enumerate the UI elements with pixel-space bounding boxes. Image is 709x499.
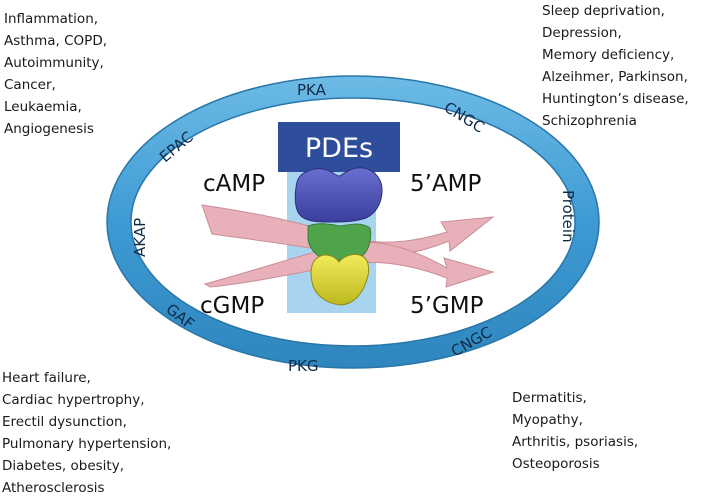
label-5-amp: 5’AMP	[410, 171, 482, 197]
disease-item: Alzeihmer, Parkinson,	[542, 69, 688, 85]
protein-top-lobe	[294, 167, 383, 223]
disease-item: Pulmonary hypertension,	[2, 436, 172, 452]
disease-item: Sleep deprivation,	[542, 3, 665, 19]
pdes-title: PDEs	[305, 133, 373, 164]
disease-item: Depression,	[542, 25, 622, 41]
disease-item: Myopathy,	[512, 412, 583, 428]
disease-list-bottom-right: Dermatitis, Myopathy, Arthritis, psorias…	[512, 387, 638, 475]
disease-item: Osteoporosis	[512, 456, 600, 472]
disease-item: Erectil dysunction,	[2, 414, 127, 430]
disease-item: Huntington’s disease,	[542, 91, 689, 107]
ring-label-protein: Protein	[559, 190, 577, 243]
disease-item: Heart failure,	[2, 370, 91, 386]
disease-list-bottom-left: Heart failure, Cardiac hypertrophy, Erec…	[2, 367, 171, 499]
disease-item: Asthma, COPD,	[4, 33, 108, 49]
disease-item: Inflammation,	[4, 11, 99, 27]
label-camp: cAMP	[203, 171, 265, 197]
label-cgmp: cGMP	[200, 293, 264, 319]
disease-item: Cancer,	[4, 77, 56, 93]
ring-label-pkg: PKG	[288, 357, 319, 375]
disease-item: Arthritis, psoriasis,	[512, 434, 639, 450]
disease-list-top-right: Sleep deprivation, Depression, Memory de…	[542, 0, 689, 132]
disease-item: Diabetes, obesity,	[2, 458, 125, 474]
disease-item: Memory deficiency,	[542, 47, 675, 63]
disease-item: Atherosclerosis	[2, 480, 105, 496]
disease-item: Cardiac hypertrophy,	[2, 392, 145, 408]
label-5-gmp: 5’GMP	[410, 293, 484, 319]
pdes-header	[278, 122, 400, 172]
disease-item: Angiogenesis	[4, 121, 94, 137]
disease-list-top-left: Inflammation, Asthma, COPD, Autoimmunity…	[4, 8, 107, 140]
ring-label-akap: AKAP	[131, 218, 149, 257]
pde-protein-structure	[294, 167, 383, 306]
disease-item: Schizophrenia	[542, 113, 637, 129]
arrow-cgmp-to-gmp	[203, 241, 495, 288]
disease-item: Autoimmunity,	[4, 55, 104, 71]
disease-item: Dermatitis,	[512, 390, 587, 406]
protein-bottom-lobe	[310, 253, 370, 306]
ring-label-pka: PKA	[297, 81, 327, 99]
disease-item: Leukaemia,	[4, 99, 82, 115]
